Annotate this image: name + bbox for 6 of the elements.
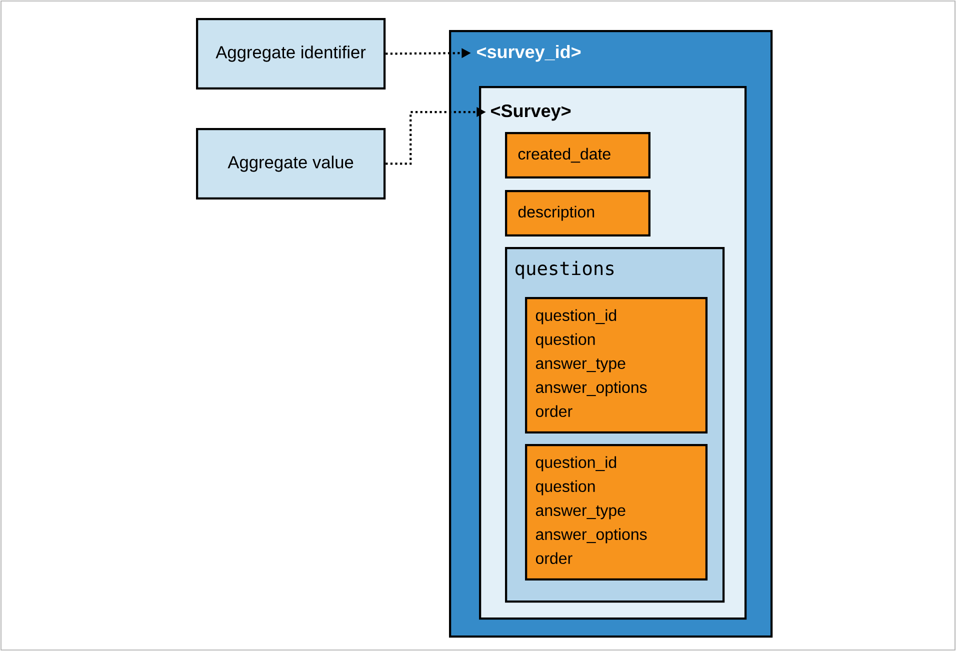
record-box: question_id question answer_type answer_options order (525, 297, 708, 434)
label-box: Aggregate value (196, 128, 386, 200)
field-box: description (505, 190, 650, 237)
label-box: Aggregate identifier (196, 18, 386, 90)
field-box: created_date (505, 132, 650, 179)
record-box: question_id question answer_type answer_options order (525, 444, 708, 581)
